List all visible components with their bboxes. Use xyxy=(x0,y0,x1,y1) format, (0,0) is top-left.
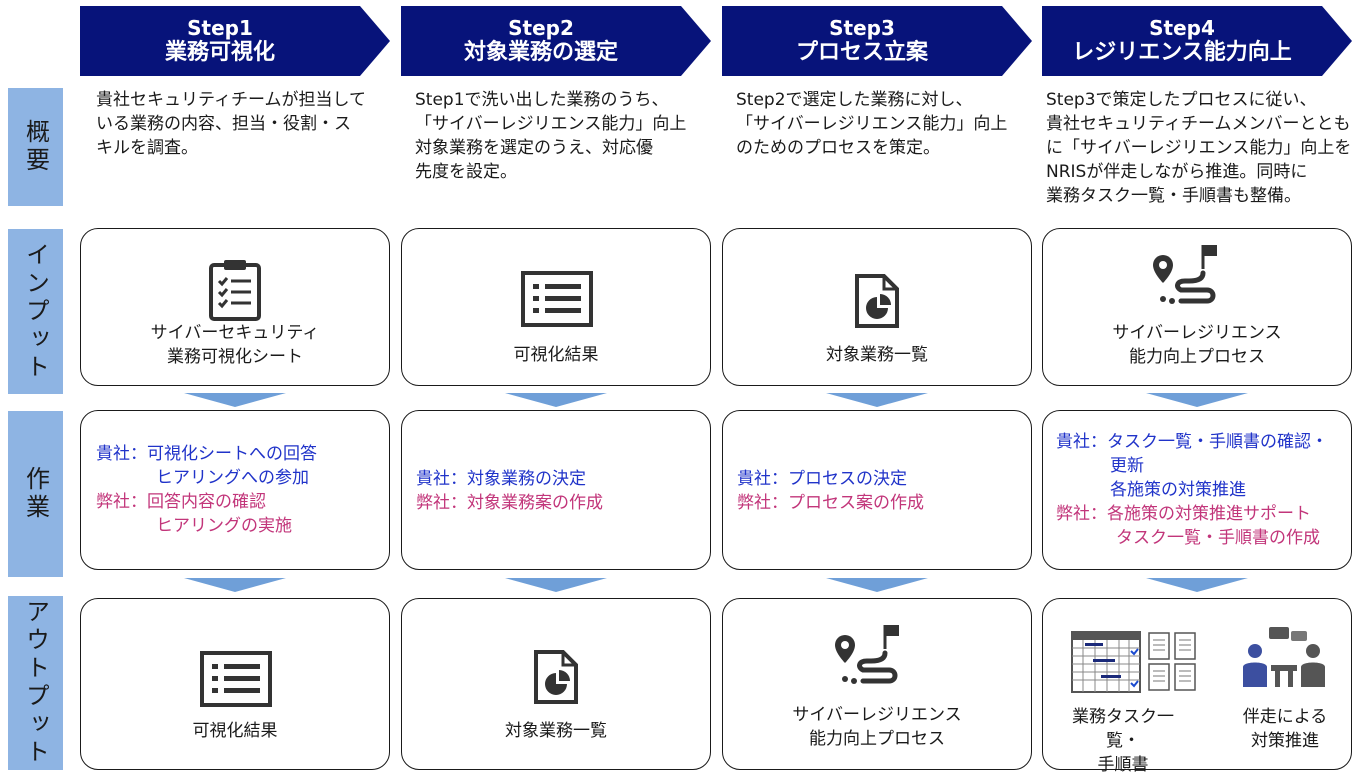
clipboard-checklist-icon xyxy=(209,260,261,321)
step1-work-box xyxy=(80,410,390,570)
row-label-overview: 概要 xyxy=(8,88,63,206)
step3-input-label: 対象業務一覧 xyxy=(826,345,928,365)
arrow-work-to-output-1 xyxy=(184,578,286,592)
step3-work-text: 貴社：プロセスの決定 弊社：プロセス案の作成 xyxy=(737,469,924,513)
step1-work-text: 貴社：可視化シートへの回答 ヒアリングへの参加 弊社：回答内容の確認 ヒアリング… xyxy=(96,444,317,536)
step4-work-box xyxy=(1042,410,1352,570)
document-stack-icon xyxy=(1148,632,1196,691)
step1-output-label: 可視化結果 xyxy=(192,721,278,741)
row-label-output: アウトプット xyxy=(8,596,63,770)
pie-chart-document-icon xyxy=(855,274,899,328)
step2-input-label: 可視化結果 xyxy=(513,345,599,365)
step4-input-box: サイバーレジリエンス能力向上プロセス xyxy=(1042,228,1352,386)
task-table-icon xyxy=(1071,631,1141,693)
step1-output-box: 可視化結果 xyxy=(80,598,390,770)
step3-output-label: サイバーレジリエンス能力向上プロセス xyxy=(792,705,962,749)
list-document-icon xyxy=(200,651,272,707)
step1-overview: 貴社セキュリティチームが担当している業務の内容、担当・役割・スキルを調査。 xyxy=(96,90,366,158)
arrow-input-to-work-2 xyxy=(505,393,607,407)
step2-output-box: 対象業務一覧 xyxy=(401,598,711,770)
team-meeting-icon xyxy=(1243,627,1325,687)
step3-overview: Step2で選定した業務に対し、「サイバーレジリエンス能力」向上のためのプロセス… xyxy=(736,90,1008,158)
step4-output-right-label: 伴走による対策推進 xyxy=(1242,707,1328,751)
arrow-input-to-work-4 xyxy=(1146,393,1248,407)
arrow-work-to-output-4 xyxy=(1146,578,1248,592)
arrow-input-to-work-1 xyxy=(184,393,286,407)
step2-overview: Step1で洗い出した業務のうち、「サイバーレジリエンス能力」向上対象業務を選定… xyxy=(415,90,687,182)
route-map-pin-icon xyxy=(1153,245,1217,304)
step2-work-text: 貴社：対象業務の決定 弊社：対象業務案の作成 xyxy=(416,469,603,513)
step3-output-box: サイバーレジリエンス能力向上プロセス xyxy=(722,598,1032,770)
arrow-work-to-output-3 xyxy=(826,578,928,592)
step3-input-box: 対象業務一覧 xyxy=(722,228,1032,386)
row-label-work: 作業 xyxy=(8,411,63,577)
pie-chart-document-icon xyxy=(534,650,578,704)
step1-input-box: サイバーセキュリティ業務可視化シート xyxy=(80,228,390,386)
arrow-input-to-work-3 xyxy=(826,393,928,407)
step2-work-box xyxy=(401,410,711,570)
row-label-input: インプット xyxy=(8,229,63,394)
list-document-icon xyxy=(521,271,593,327)
route-map-pin-icon xyxy=(835,625,899,684)
step1-input-label: サイバーセキュリティ業務可視化シート xyxy=(150,323,320,367)
step4-output-left-label: 業務タスク一覧・手順書 xyxy=(1072,707,1174,775)
step2-input-box: 可視化結果 xyxy=(401,228,711,386)
step3-work-box xyxy=(722,410,1032,570)
step4-input-label: サイバーレジリエンス能力向上プロセス xyxy=(1112,323,1282,367)
step2-output-label: 対象業務一覧 xyxy=(505,721,607,741)
step4-output-box: 業務タスク一覧・手順書 伴走による対策推進 xyxy=(1042,598,1352,775)
step4-overview: Step3で策定したプロセスに従い、貴社セキュリティチームメンバーとともに「サイ… xyxy=(1046,90,1352,206)
step4-work-text: 貴社：タスク一覧・手順書の確認・ 更新 各施策の対策推進 弊社：各施策の対策推進… xyxy=(1056,432,1328,548)
arrow-work-to-output-2 xyxy=(505,578,607,592)
